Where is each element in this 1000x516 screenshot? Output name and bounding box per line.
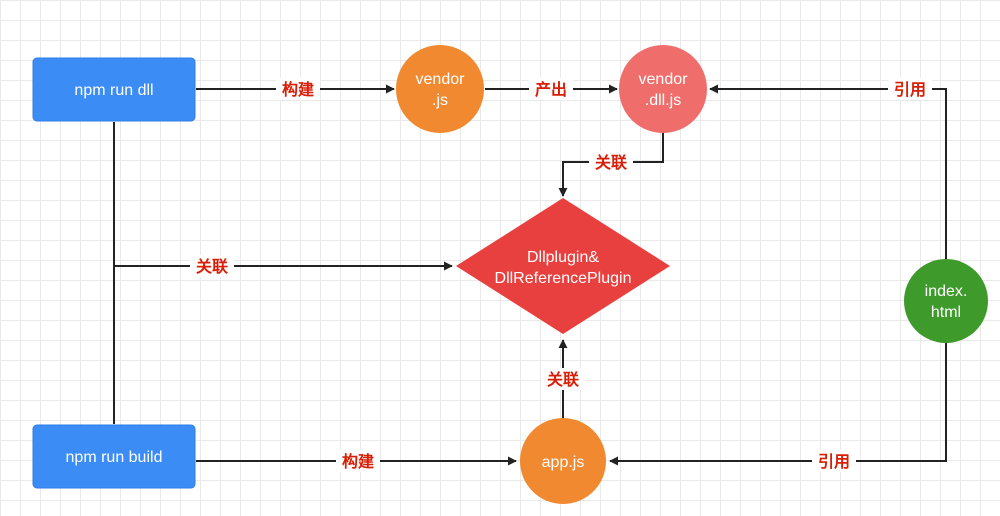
label-assoc-left: 关联 — [196, 257, 228, 276]
node-index-html[interactable]: index. html — [904, 259, 988, 343]
node-npm-run-build[interactable]: npm run build — [32, 424, 196, 489]
node-vendor-js[interactable]: vendor .js — [396, 45, 484, 133]
node-plugin[interactable]: Dllplugin& DllReferencePlugin — [456, 198, 670, 334]
label-produce: 产出 — [535, 80, 567, 99]
index-html-line1: index. — [925, 283, 968, 300]
plugin-line2: DllReferencePlugin — [495, 270, 632, 287]
node-vendor-dll-js[interactable]: vendor .dll.js — [619, 45, 707, 133]
label-assoc-vendor: 关联 — [595, 153, 627, 172]
vendor-js-line1: vendor — [416, 71, 466, 88]
npm-run-build-label: npm run build — [66, 449, 163, 466]
label-dll-build: 构建 — [282, 80, 314, 99]
label-assoc-app: 关联 — [547, 370, 579, 389]
edge-index-ref-app — [609, 341, 947, 466]
plugin-line1: Dllplugin& — [527, 249, 599, 266]
edge-index-ref-dll — [709, 84, 947, 262]
vendor-js-line2: .js — [432, 92, 448, 109]
connectors — [113, 84, 947, 466]
node-npm-run-dll[interactable]: npm run dll — [32, 57, 196, 122]
index-html-line2: html — [931, 304, 961, 321]
edge-labels: 构建 产出 引用 关联 关联 关联 构建 引用 — [190, 78, 932, 472]
app-js-label: app.js — [542, 454, 585, 471]
label-ref-top: 引用 — [894, 80, 926, 99]
vendor-dll-js-line2: .dll.js — [645, 92, 681, 109]
npm-run-dll-label: npm run dll — [74, 82, 153, 99]
node-app-js[interactable]: app.js — [520, 418, 606, 504]
vendor-dll-js-line1: vendor — [639, 71, 689, 88]
label-build-app: 构建 — [342, 452, 374, 471]
label-ref-bottom: 引用 — [818, 452, 850, 471]
